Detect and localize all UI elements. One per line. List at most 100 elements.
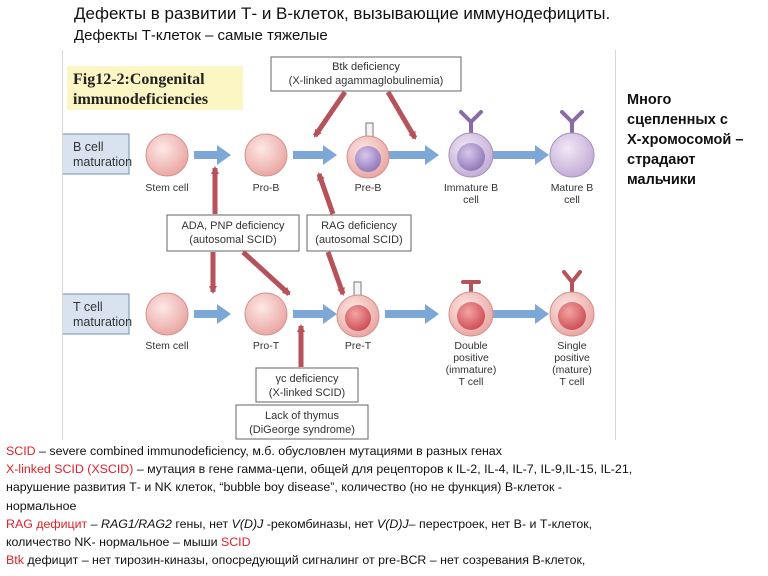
note-text: количество NK- нормальное – мыши [6, 535, 221, 550]
side-note-line: страдают [627, 152, 696, 168]
cell-label: (mature) [552, 364, 592, 376]
cell-label: (immature) [446, 364, 497, 376]
progress-arrow [385, 304, 439, 324]
progress-arrow [493, 304, 549, 324]
cell-label: Stem cell [145, 340, 188, 352]
box-line: (autosomal SCID) [315, 234, 402, 246]
immunodeficiency-figure: Fig12-2:Congenital immunodeficiencies B … [62, 50, 616, 440]
cell-label: Pre-B [355, 182, 382, 194]
note-line: Btk дефицит – нет тирозин-киназы, опосре… [6, 551, 764, 569]
cell-label: Double [454, 340, 487, 352]
progress-arrow [194, 304, 231, 324]
box-line: (X-linked SCID) [269, 387, 345, 399]
box-line: RAG deficiency [321, 220, 397, 232]
pro-b-cell: Pro-B [244, 133, 288, 194]
row-label-line: T cell [73, 300, 103, 314]
side-note-line: мальчики [627, 172, 696, 188]
note-line: нарушение развития Т- и NK клеток, “bubb… [6, 480, 562, 495]
cell-label: Immature B [444, 182, 498, 194]
note-text: – [87, 516, 102, 531]
ada-pnp-deficiency-box: ADA, PNP deficiency (autosomal SCID) [166, 214, 300, 252]
box-line: Lack of thymus [265, 410, 339, 422]
pre-t-cell: Pre-T [336, 281, 380, 352]
btk-deficiency-box: Btk deficiency (X-linked agammaglobuline… [270, 56, 462, 92]
side-note-line: Много [627, 92, 672, 108]
note-text: – перестроек, нет В- и Т-клеток, [408, 516, 593, 531]
box-line: (DiGeorge syndrome) [249, 424, 355, 436]
note-term: X-linked SCID (XSCID) [6, 462, 134, 477]
box-line: γc deficiency [276, 373, 339, 385]
note-line: RAG дефицит – RAG1/RAG2 гены, нет V(D)J … [6, 515, 764, 533]
note-text: гены, нет [171, 516, 232, 531]
fig-title-box [67, 66, 243, 110]
rag-deficiency-box: RAG deficiency (autosomal SCID) [306, 214, 412, 252]
note-text: – мутация в гене гамма-цепи, общей для р… [133, 462, 633, 477]
cell-label: positive [453, 352, 489, 364]
note-text: V(D)J [231, 516, 264, 531]
b-progression-arrows [194, 145, 549, 165]
cell-label: positive [554, 352, 590, 364]
row-label-line: maturation [73, 315, 132, 329]
b-row-label: B cell maturation [63, 133, 132, 175]
row-label-line: B cell [73, 140, 104, 154]
cell-label: T cell [459, 376, 484, 388]
b-stem-cell: Stem cell [145, 133, 189, 194]
cell-label: cell [463, 194, 479, 206]
lack-of-thymus-box: Lack of thymus (DiGeorge syndrome) [235, 404, 369, 440]
t-stem-cell: Stem cell [145, 292, 189, 352]
progress-arrow [293, 145, 337, 165]
note-text: -рекомбиназы, нет [263, 516, 377, 531]
mature-b-cell: Mature B cell [549, 110, 595, 206]
note-text: V(D)J [377, 516, 409, 531]
note-line: X-linked SCID (XSCID) – мутация в гене г… [6, 460, 764, 478]
note-text: дефицит – нет тирозин-киназы, опосредующ… [23, 553, 586, 568]
box-line: ADA, PNP deficiency [181, 220, 285, 232]
pro-t-cell: Pro-T [244, 292, 288, 352]
row-label-line: maturation [73, 155, 132, 169]
box-line: Btk deficiency [332, 61, 400, 73]
cell-label: T cell [560, 376, 585, 388]
box-line: (autosomal SCID) [189, 234, 276, 246]
fig-title-line: immunodeficiencies [73, 91, 208, 108]
cell-label: Pre-T [345, 340, 372, 352]
note-term: SCID [220, 535, 251, 550]
gamma-c-deficiency-box: γc deficiency (X-linked SCID) [255, 367, 359, 403]
progress-arrow [194, 145, 231, 165]
note-term: Btk [6, 553, 24, 568]
t-progression-arrows [194, 304, 549, 324]
defect-arrow [325, 251, 346, 296]
note-line: нормальное [6, 498, 77, 513]
page-subtitle: Дефекты Т-клеток – самые тяжелые [74, 27, 328, 44]
defect-arrows [209, 90, 418, 367]
single-positive-t-cell: Single positive (mature) T cell [549, 270, 595, 388]
note-term: RAG дефицит [6, 516, 88, 531]
cell-label: Pro-B [253, 182, 280, 194]
progress-arrow [293, 304, 337, 324]
progress-arrow [385, 145, 439, 165]
immature-b-cell: Immature B cell [444, 110, 498, 206]
progress-arrow [493, 145, 549, 165]
t-row-label: T cell maturation [63, 293, 132, 335]
box-line: (X-linked agammaglobulinemia) [289, 75, 444, 87]
notes-text: SCID – severe combined immunodeficiency,… [6, 442, 764, 569]
side-note: Много сцепленных с X-хромосомой – страда… [627, 90, 765, 190]
note-text: RAG1/RAG2 [101, 516, 172, 531]
pre-b-cell: Pre-B [346, 122, 390, 194]
double-positive-t-cell: Double positive (immature) T cell [446, 280, 497, 388]
note-line: SCID – severe combined immunodeficiency,… [6, 442, 764, 460]
side-note-line: X-хромосомой – [627, 132, 744, 148]
cell-label: Single [557, 340, 586, 352]
cell-label: Stem cell [145, 182, 188, 194]
defect-arrow [316, 172, 336, 215]
note-text: – severe combined immunodeficiency, м.б.… [35, 444, 502, 458]
cell-label: Mature B [551, 182, 594, 194]
cell-label: cell [564, 194, 580, 206]
page-title: Дефекты в развитии Т- и В-клеток, вызыва… [74, 4, 611, 23]
note-line: количество NK- нормальное – мыши SCID [6, 533, 764, 551]
defect-arrow [385, 90, 418, 140]
side-note-line: сцепленных с [627, 112, 728, 128]
note-term: SCID [6, 444, 36, 458]
fig-title-line: Fig12-2:Congenital [73, 71, 205, 88]
defect-arrow [241, 250, 291, 296]
defect-arrow [312, 90, 348, 138]
